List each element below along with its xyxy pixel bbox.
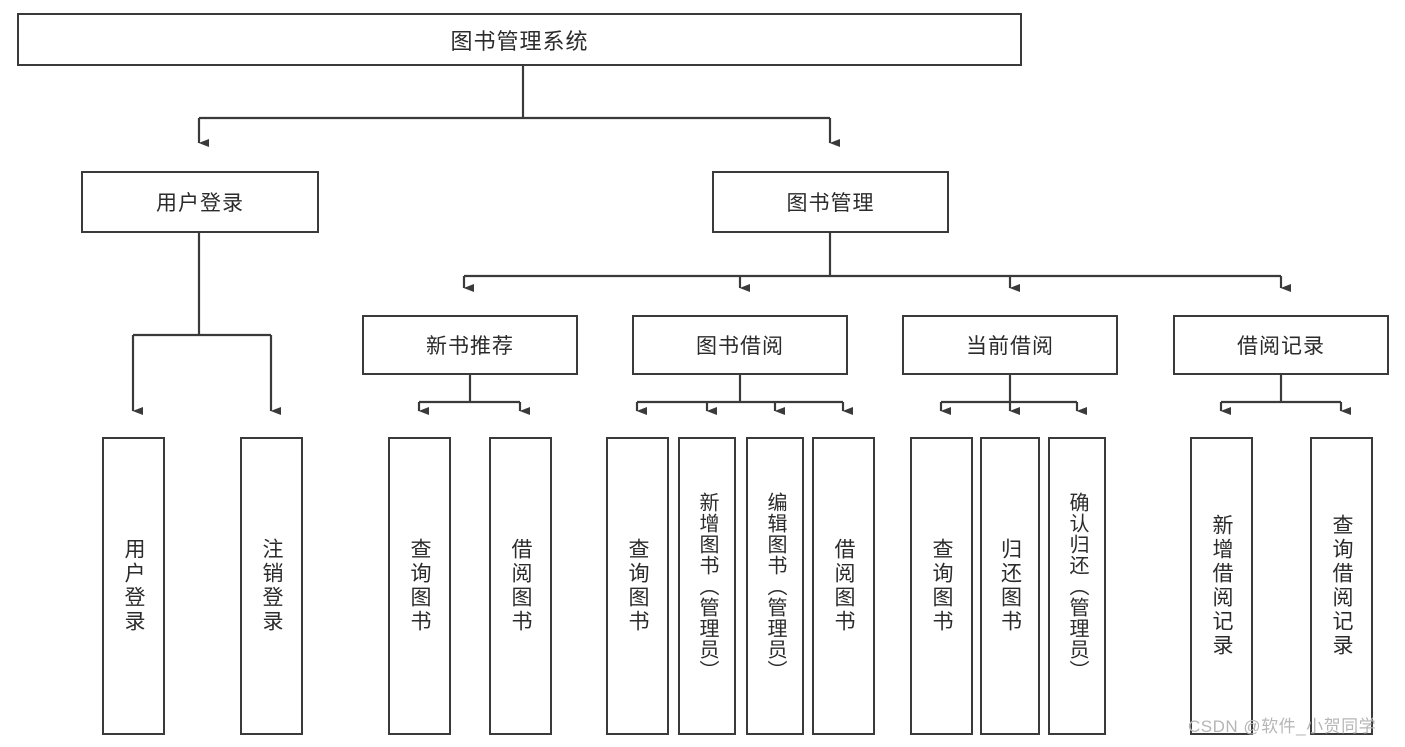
leaf-logout-login[interactable]: 注销登录	[240, 437, 303, 735]
leaf-query-book-borrow[interactable]: 查询图书	[606, 437, 669, 735]
leaf-edit-book-admin[interactable]: 编辑图书（管理员）	[746, 437, 804, 735]
node-book-borrow[interactable]: 图书借阅	[632, 315, 848, 375]
node-book-manage[interactable]: 图书管理	[712, 171, 949, 233]
leaf-add-borrow-record[interactable]: 新增借阅记录	[1190, 437, 1253, 735]
leaf-borrow-book[interactable]: 借阅图书	[812, 437, 875, 735]
leaf-user-login[interactable]: 用户登录	[102, 437, 165, 735]
node-book-management-system[interactable]: 图书管理系统	[17, 13, 1022, 66]
leaf-query-book-recommend[interactable]: 查询图书	[388, 437, 451, 735]
leaf-borrow-book-recommend[interactable]: 借阅图书	[489, 437, 552, 735]
leaf-query-borrow-record[interactable]: 查询借阅记录	[1310, 437, 1373, 735]
node-borrow-record[interactable]: 借阅记录	[1173, 315, 1389, 375]
node-new-book-recommend[interactable]: 新书推荐	[362, 315, 578, 375]
csdn-watermark: CSDN @软件_小贺同学	[1188, 717, 1377, 736]
leaf-confirm-return-admin[interactable]: 确认归还（管理员）	[1048, 437, 1106, 735]
leaf-add-book-admin[interactable]: 新增图书（管理员）	[678, 437, 736, 735]
node-current-borrow[interactable]: 当前借阅	[902, 315, 1118, 375]
leaf-return-book[interactable]: 归还图书	[980, 437, 1040, 735]
node-user-login[interactable]: 用户登录	[81, 171, 319, 233]
leaf-query-book-current[interactable]: 查询图书	[910, 437, 973, 735]
